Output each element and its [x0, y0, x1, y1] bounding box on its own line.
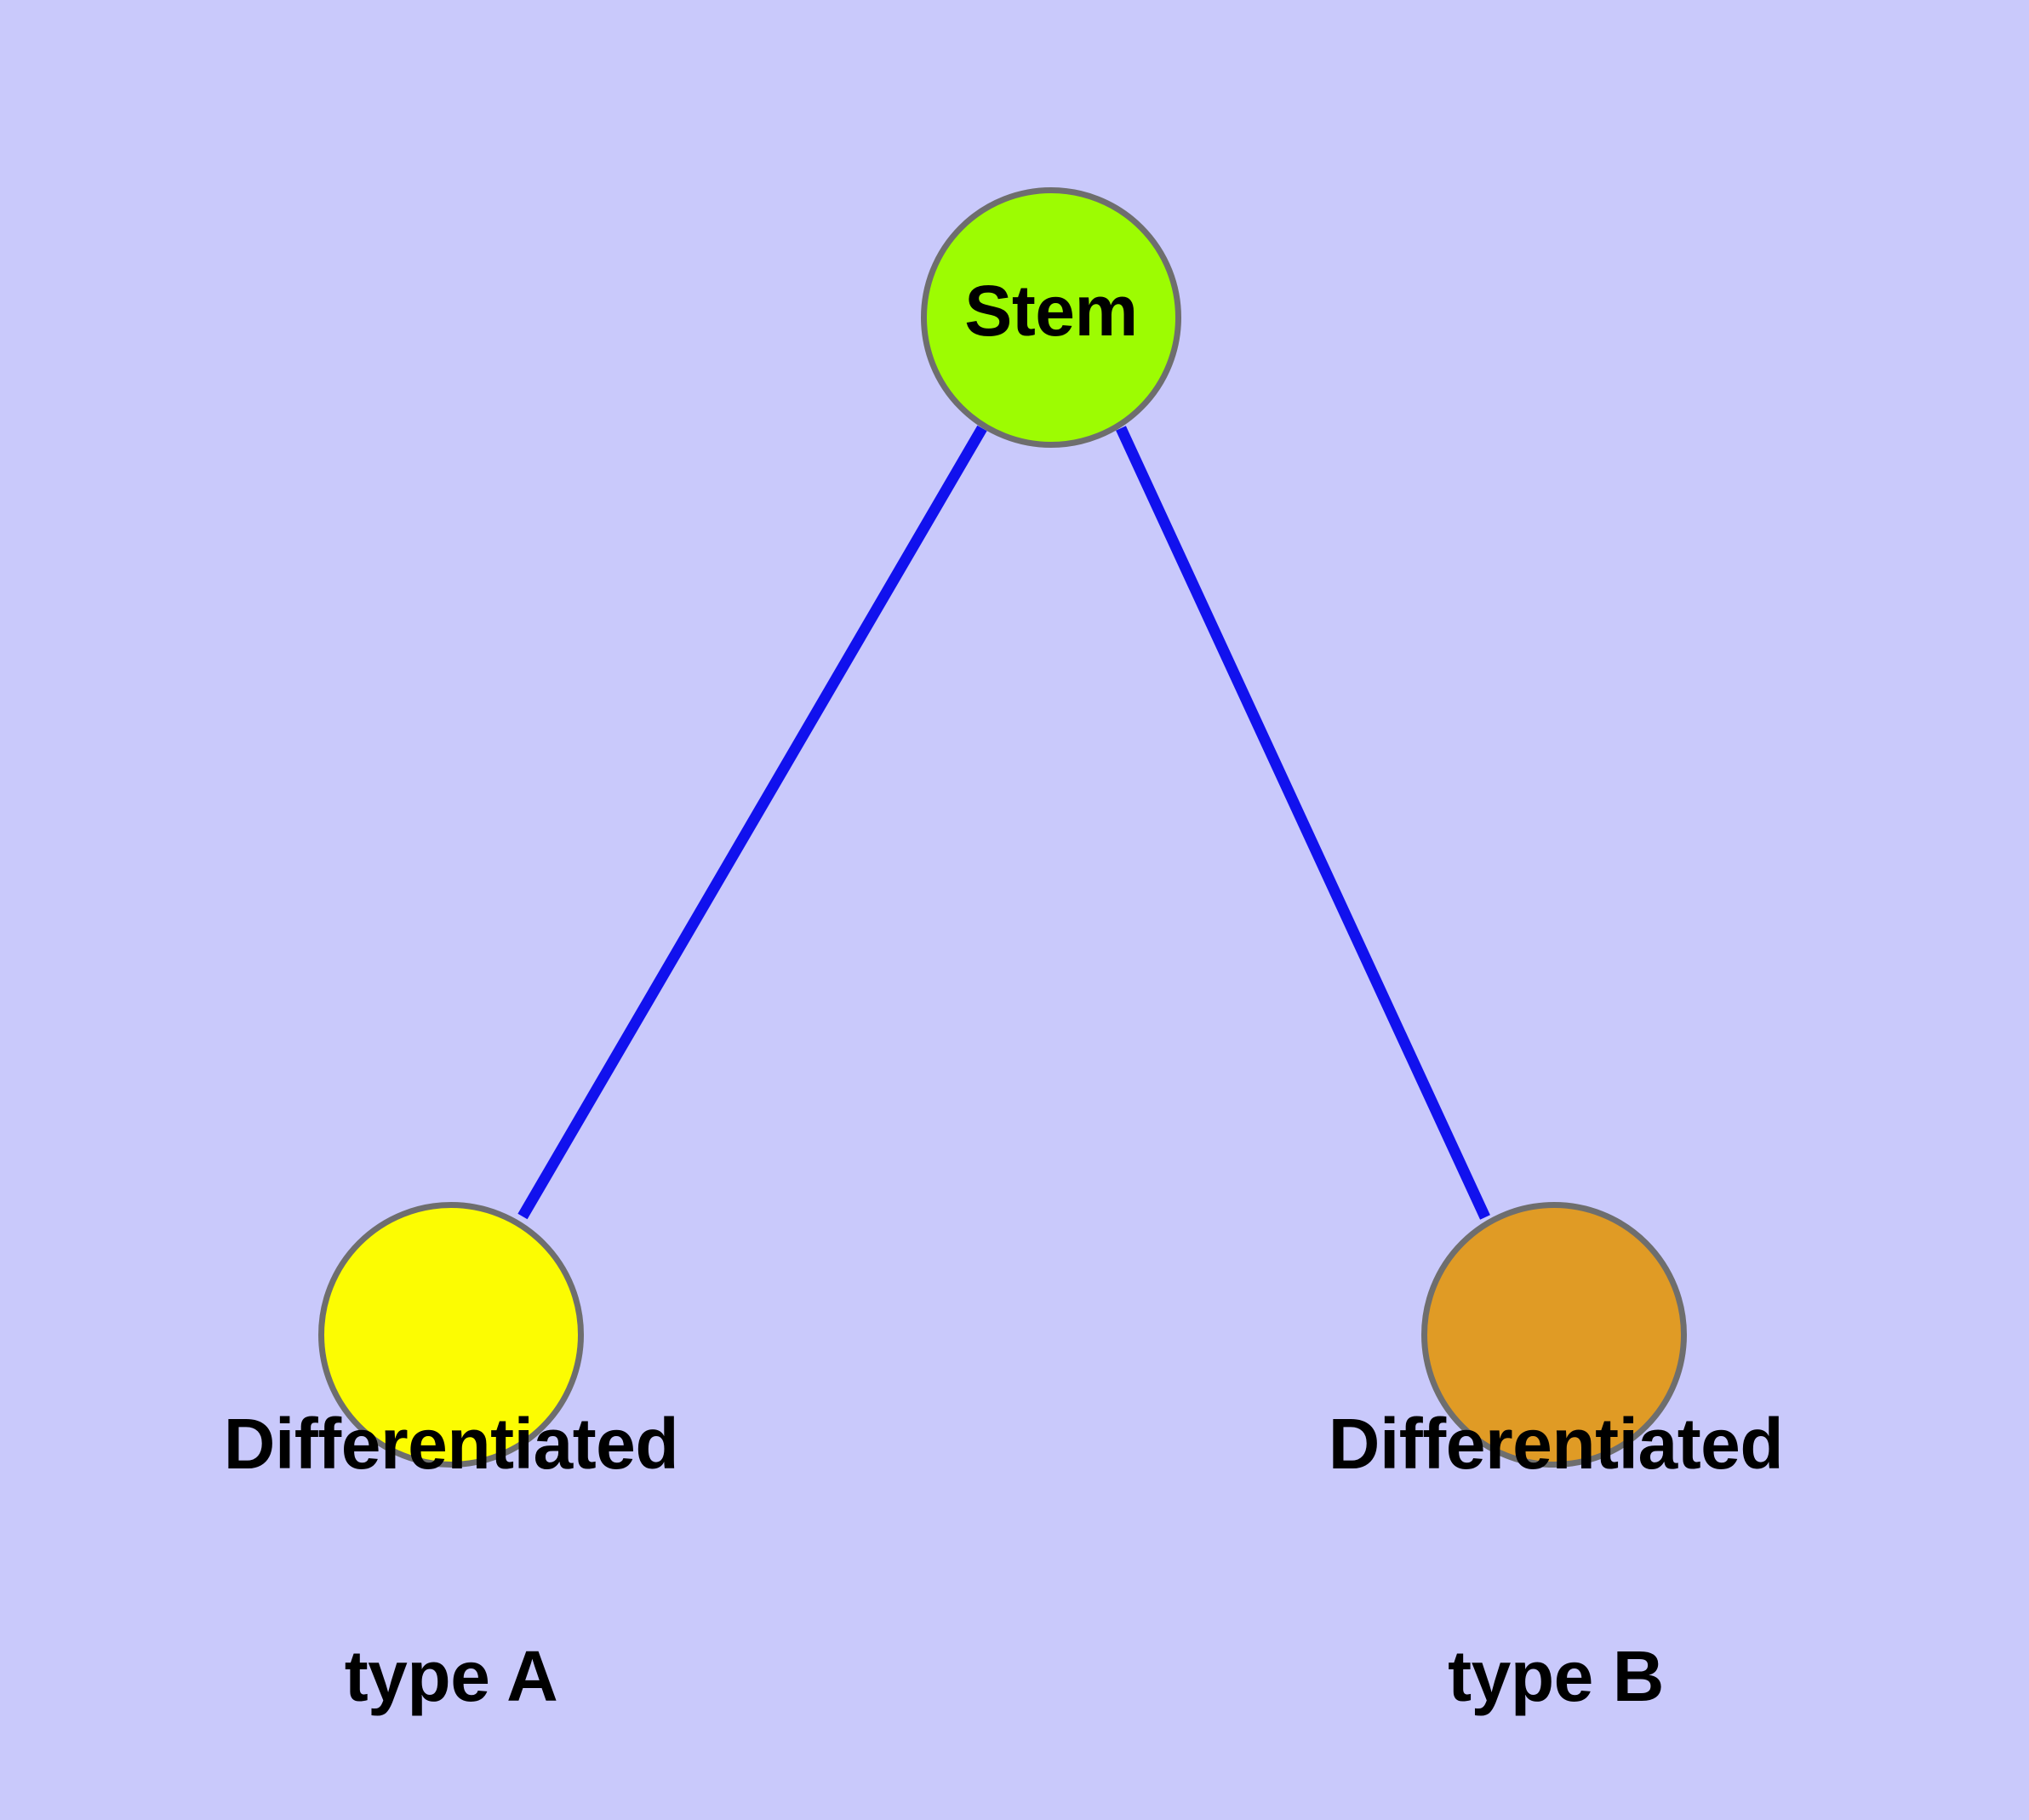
node-differentiated-type-b-label-line2: type B — [1448, 1635, 1664, 1716]
node-differentiated-type-b-label-line1: Differentiated — [1328, 1404, 1784, 1485]
edge-stem-to-differentiated-type-b — [1116, 426, 1490, 1220]
node-differentiated-type-a-label-line2: type A — [344, 1635, 558, 1716]
node-stem[interactable] — [921, 187, 1181, 448]
node-differentiated-type-b-label: Differentiated type B — [1300, 1251, 1811, 1820]
node-differentiated-type-a[interactable] — [318, 1202, 584, 1468]
node-differentiated-type-a-label: Differentiated type A — [196, 1251, 706, 1820]
node-differentiated-type-a-label-line1: Differentiated — [223, 1404, 679, 1485]
edge-stem-to-differentiated-type-a — [517, 425, 987, 1220]
node-stem-label: Stem — [964, 271, 1138, 351]
node-differentiated-type-b[interactable] — [1421, 1202, 1687, 1468]
